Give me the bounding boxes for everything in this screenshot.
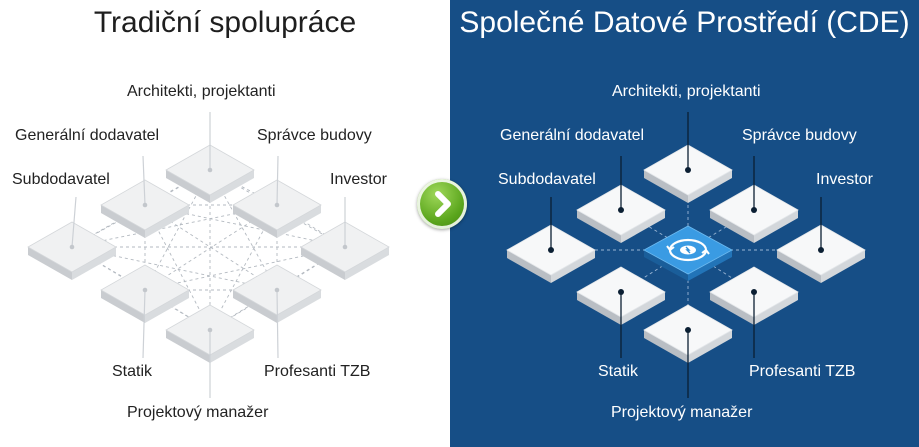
leader-line <box>142 155 146 206</box>
anchor-dot <box>142 202 148 208</box>
anchor-dot <box>685 167 691 173</box>
label-structural-engineer: Statik <box>112 363 153 380</box>
anchor-dot <box>142 287 148 293</box>
next-arrow-button <box>417 179 467 229</box>
connection-line <box>144 169 211 291</box>
label-structural-engineer: Statik <box>598 363 639 380</box>
label-general-contractor: Generální dodavatel <box>500 127 645 144</box>
anchor-dot <box>342 244 348 250</box>
traditional-network-graphic <box>27 112 390 398</box>
leader-line <box>276 155 279 206</box>
label-project-manager: Projektový manažer <box>127 404 269 421</box>
cde-network-graphic <box>506 112 866 398</box>
chevron-right-icon <box>435 191 451 217</box>
label-general-contractor: Generální dodavatel <box>15 127 160 144</box>
participant-tiles <box>506 112 866 398</box>
anchor-dot <box>618 207 624 213</box>
label-building-services: Profesanti TZB <box>749 363 856 380</box>
label-subcontractor: Subdodavatel <box>12 171 110 188</box>
anchor-dot <box>69 244 75 250</box>
anchor-dot <box>548 247 554 253</box>
label-building-services: Profesanti TZB <box>264 363 371 380</box>
label-investor: Investor <box>816 171 873 188</box>
label-investor: Investor <box>330 171 387 188</box>
sync-cloud-icon <box>666 238 710 262</box>
anchor-dot <box>618 289 624 295</box>
label-facility-manager: Správce budovy <box>742 127 857 144</box>
participant-tiles <box>27 112 390 398</box>
cde-title: Společné Datové Prostředí (CDE) <box>459 6 910 39</box>
connection-line <box>71 246 278 291</box>
traditional-title: Tradiční spolupráce <box>93 6 357 39</box>
connection-line <box>144 246 346 291</box>
tile-left <box>27 221 117 280</box>
anchor-dot <box>751 289 757 295</box>
anchor-dot <box>207 167 213 173</box>
label-facility-manager: Správce budovy <box>257 127 372 144</box>
leader-line <box>276 289 279 359</box>
connection-line <box>209 169 278 291</box>
connection-line <box>71 204 278 248</box>
anchor-dot <box>274 202 280 208</box>
label-architects: Architekti, projektanti <box>127 83 276 100</box>
label-architects: Architekti, projektanti <box>612 83 761 100</box>
label-subcontractor: Subdodavatel <box>498 171 596 188</box>
leader-line <box>71 196 77 248</box>
cde-hub <box>643 225 733 281</box>
leader-line <box>142 289 146 359</box>
cde-panel: Společné Datové Prostředí (CDE) Architek… <box>450 0 919 447</box>
anchor-dot <box>274 287 280 293</box>
anchor-dot <box>685 327 691 333</box>
traditional-collaboration-panel: Tradiční spolupráce Architekti, projekta… <box>0 0 450 447</box>
anchor-dot <box>207 327 213 333</box>
label-project-manager: Projektový manažer <box>611 404 753 421</box>
anchor-dot <box>751 207 757 213</box>
anchor-dot <box>818 247 824 253</box>
tile-lower-left <box>576 266 666 325</box>
